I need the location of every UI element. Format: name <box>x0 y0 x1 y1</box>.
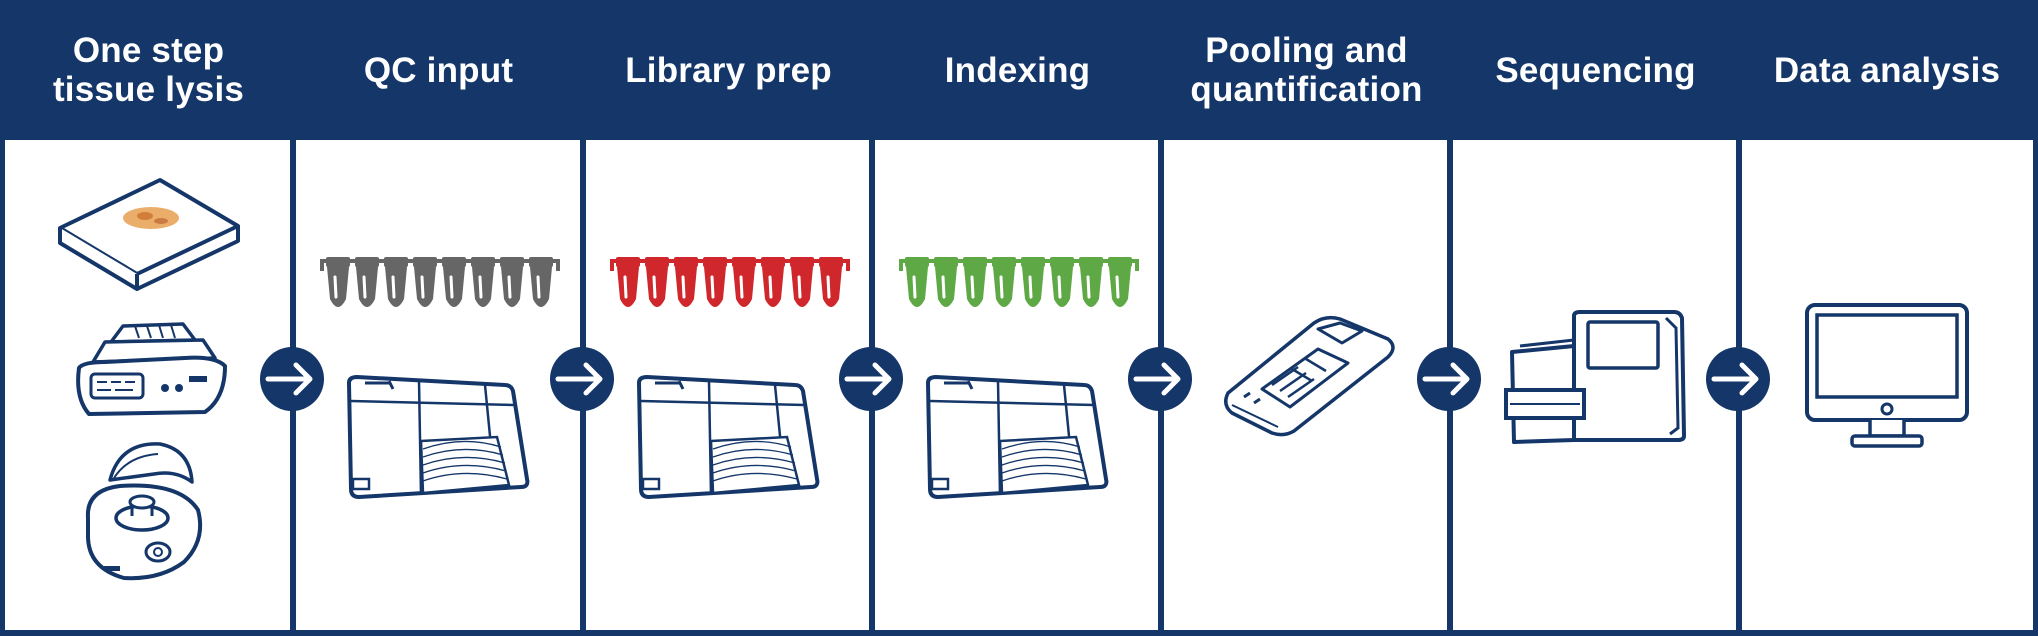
tissue-slide-icon <box>58 178 240 291</box>
pcr-tube <box>355 257 379 307</box>
fragment-analyzer-icon <box>347 375 530 499</box>
pcr-tube <box>413 257 437 307</box>
pcr-tube <box>674 257 698 307</box>
pcr-tube <box>500 257 524 307</box>
tube-strip-connector <box>899 259 1139 271</box>
pcr-tube <box>992 257 1016 307</box>
step-title-indexing: Indexing <box>944 50 1091 90</box>
frame-border-right <box>2033 0 2038 636</box>
arrow-right-icon <box>1417 347 1481 411</box>
pcr-tube <box>442 257 466 307</box>
monitor-icon <box>1805 303 1969 448</box>
pcr-tube <box>1021 257 1045 307</box>
workflow-header: One step tissue lysis QC input Library p… <box>0 0 2038 140</box>
pcr-tube <box>384 257 408 307</box>
pcr-tube <box>529 257 553 307</box>
pcr-tube <box>1050 257 1074 307</box>
step-title-tissue-lysis: One step tissue lysis <box>52 31 245 109</box>
pcr-tube <box>326 257 350 307</box>
pcr-tube <box>905 257 929 307</box>
tube-strip-connector <box>320 259 560 271</box>
pcr-tube <box>645 257 669 307</box>
frame-border-bottom <box>0 630 2038 636</box>
arrow-right-icon <box>839 347 903 411</box>
pcr-tube-strip-gray-icon <box>320 257 560 307</box>
pcr-tube <box>471 257 495 307</box>
pcr-tube <box>703 257 727 307</box>
step-title-qc-input: QC input <box>363 50 514 90</box>
centrifuge-icon <box>85 442 203 581</box>
step-title-library-prep: Library prep <box>625 50 832 90</box>
fragment-analyzer-icon <box>926 375 1109 499</box>
pcr-tube <box>934 257 958 307</box>
fragment-analyzer-icon <box>637 375 820 499</box>
pcr-tube <box>819 257 843 307</box>
pcr-tube-strip-green-icon <box>899 257 1139 307</box>
pcr-tube <box>616 257 640 307</box>
arrow-right-icon <box>1706 347 1770 411</box>
thermoshaker-icon <box>76 322 227 416</box>
pcr-tube <box>732 257 756 307</box>
sequencer-icon <box>1504 310 1686 444</box>
fluorometer-icon <box>1224 315 1395 437</box>
pcr-tube <box>963 257 987 307</box>
pcr-tube <box>1079 257 1103 307</box>
arrow-right-icon <box>260 347 324 411</box>
tube-strip-connector <box>610 259 850 271</box>
pcr-tube <box>761 257 785 307</box>
pcr-tube <box>790 257 814 307</box>
step-title-data-analysis: Data analysis <box>1773 50 2001 90</box>
arrow-right-icon <box>550 347 614 411</box>
pcr-tube-strip-red-icon <box>610 257 850 307</box>
step-title-sequencing: Sequencing <box>1495 50 1696 90</box>
frame-border-left <box>0 0 5 636</box>
pcr-tube <box>1108 257 1132 307</box>
arrow-right-icon <box>1128 347 1192 411</box>
step-title-pooling: Pooling and quantification <box>1190 31 1423 109</box>
